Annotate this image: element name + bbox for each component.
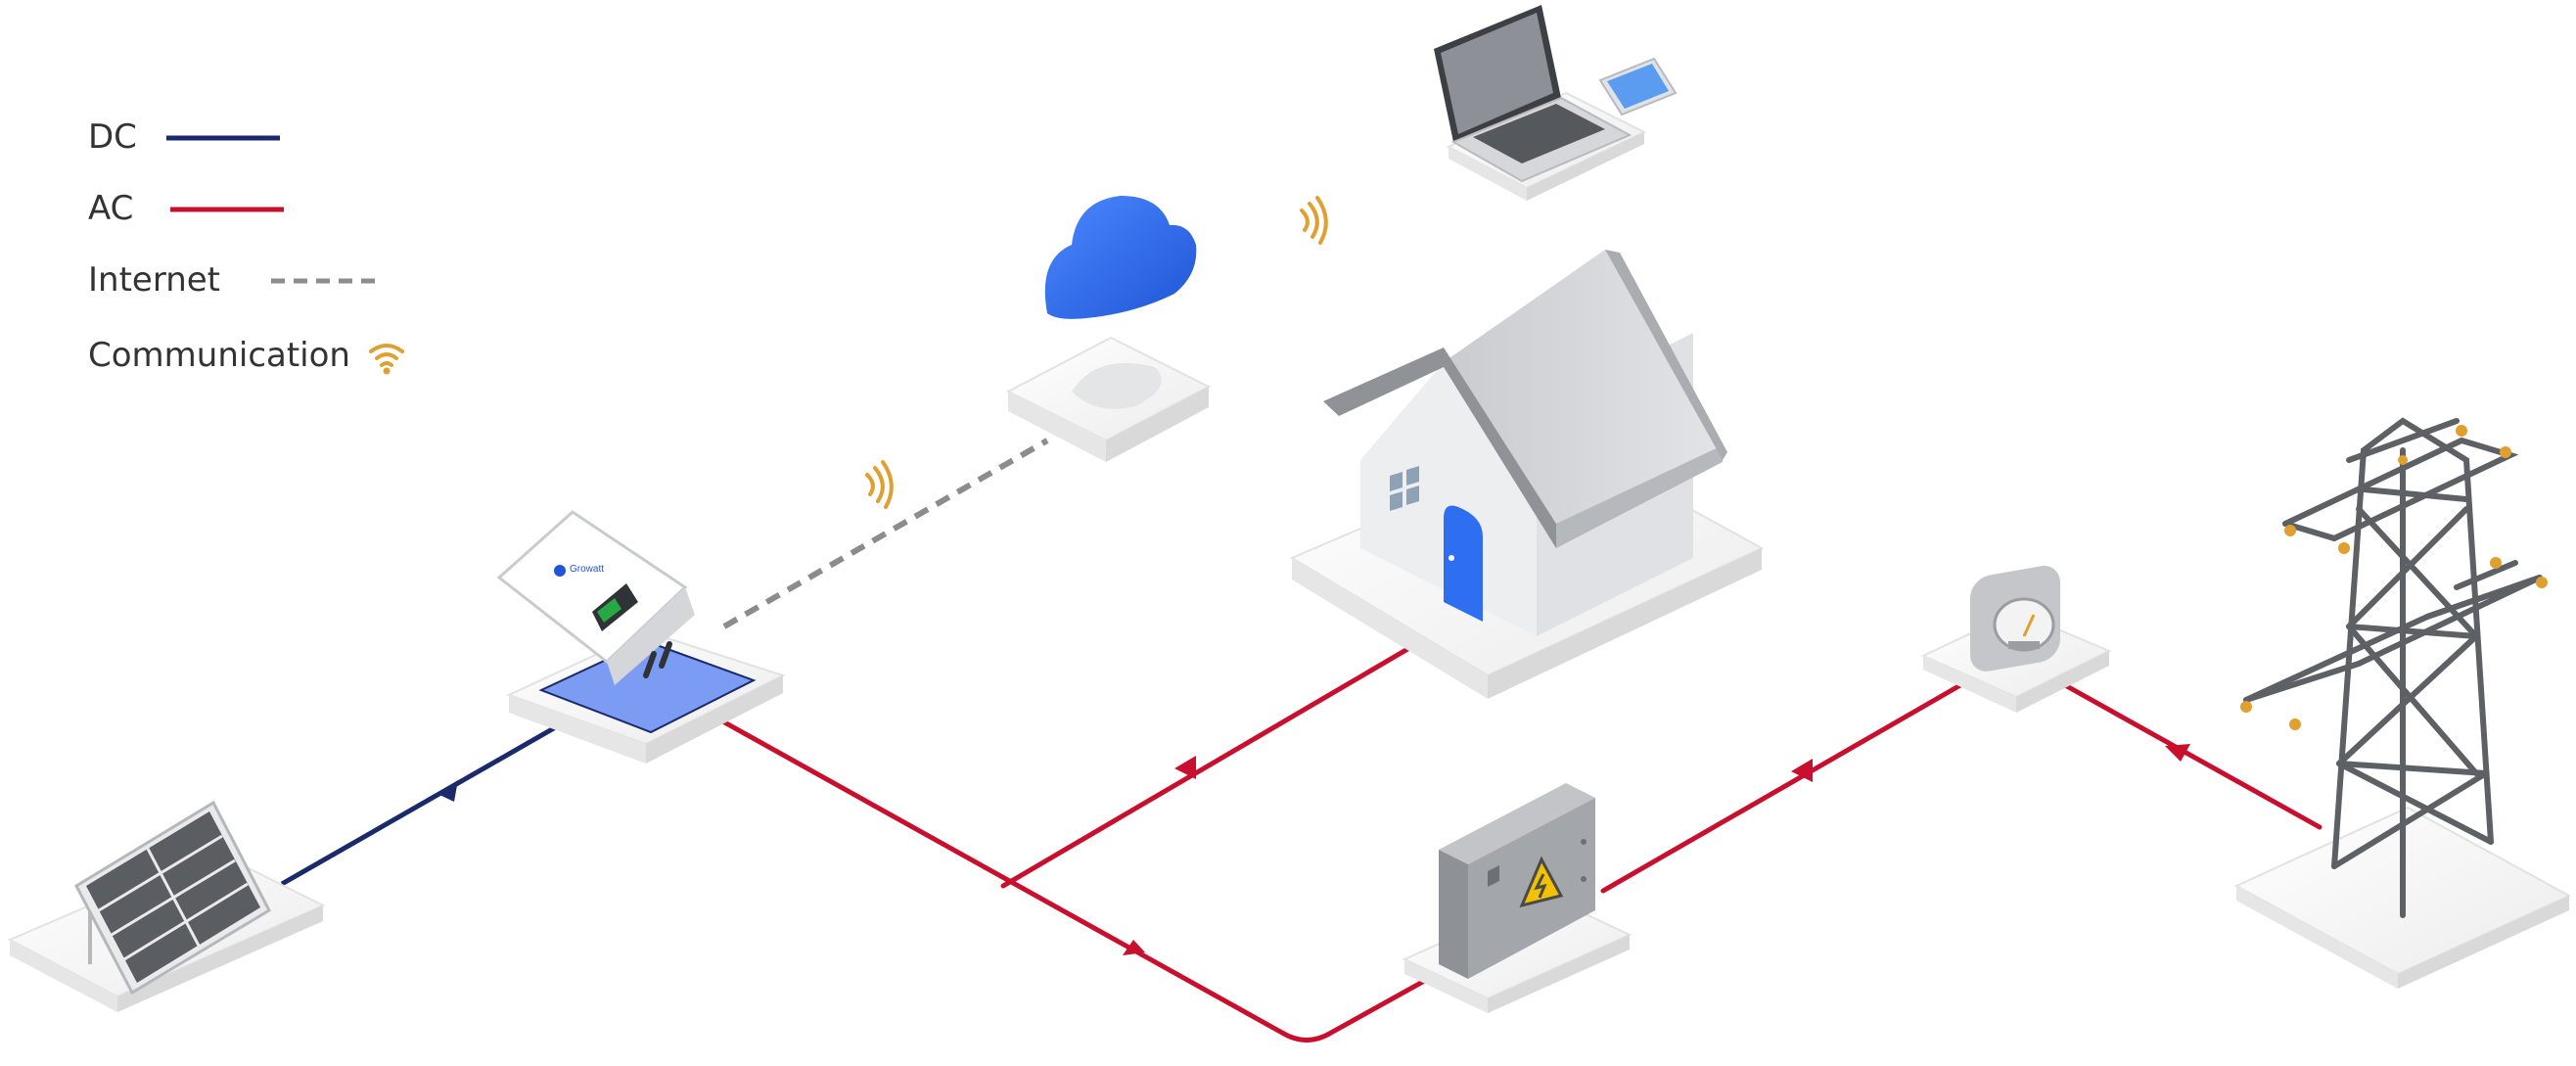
ac-line-inverter-to-box — [716, 717, 1440, 1043]
house-door — [1444, 505, 1483, 622]
legend-item-ac: AC — [88, 184, 133, 233]
transmission-tower-icon — [2233, 417, 2572, 989]
legend: DC AC Internet Communication — [88, 113, 499, 396]
house-window — [1390, 466, 1419, 511]
ac-arrow-house — [1174, 756, 1196, 779]
internet-line — [722, 438, 1049, 629]
legend-label-ac: AC — [88, 189, 134, 228]
wifi-icon — [1300, 196, 1328, 245]
legend-item-dc: DC — [88, 113, 137, 162]
house-icon — [1289, 250, 1765, 699]
wifi-icon — [865, 460, 894, 509]
distribution-box-icon — [1402, 783, 1633, 1013]
phone-icon — [1598, 57, 1678, 116]
solar-panel-icon — [7, 800, 326, 1012]
ac-flow-arrows — [1123, 744, 2190, 955]
legend-item-communication: Communication — [88, 331, 350, 380]
dc-line — [280, 718, 568, 887]
ac-arrow-grid — [2165, 744, 2190, 762]
ac-line-meter-to-grid — [2062, 682, 2323, 830]
tower-insulators — [2240, 425, 2548, 730]
ac-lines — [716, 638, 2323, 1043]
ac-line-box-to-meter — [1600, 682, 1963, 894]
legend-label-internet: Internet — [88, 260, 221, 300]
wifi-icon — [369, 344, 404, 375]
inverter-brand-label: Growatt — [570, 564, 604, 575]
legend-label-dc: DC — [88, 117, 137, 157]
inverter-icon: Growatt — [496, 510, 786, 764]
legend-item-internet: Internet — [88, 255, 220, 304]
legend-swatch-internet — [271, 278, 380, 284]
legend-swatch-dc — [166, 135, 280, 141]
laptop-icon — [1434, 5, 1647, 201]
ac-arrow-meter — [1791, 759, 1813, 782]
router-icon — [1005, 336, 1212, 462]
dc-flow-arrow — [437, 780, 458, 802]
ac-line-to-house — [1000, 638, 1424, 889]
warning-icon — [1519, 856, 1564, 908]
electric-meter-icon — [1920, 566, 2112, 713]
cloud-icon — [1044, 196, 1197, 319]
legend-label-communication: Communication — [88, 336, 350, 375]
ac-arrow-box — [1123, 940, 1145, 955]
legend-swatch-ac — [170, 207, 284, 212]
